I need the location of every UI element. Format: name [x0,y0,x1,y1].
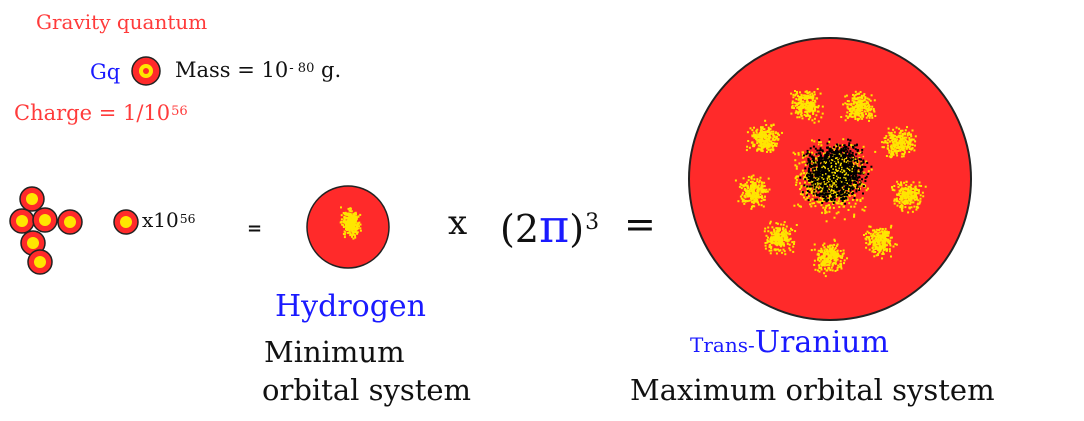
trans-uranium-sphere-icon [688,37,972,321]
charge-exponent: 56 [171,104,188,120]
multiplier-expression: x1056 [142,210,196,230]
two-pi-expression: (2π)3 [500,203,599,249]
multiplier-exponent: 56 [179,210,196,226]
title-gravity-quantum: Gravity quantum [36,10,208,34]
mass-unit: g. [321,58,342,82]
equals-small: = [247,218,263,239]
maximum-orbital-system-label: Maximum orbital system [630,373,995,407]
minimum-label: Minimum [264,335,405,369]
hydrogen-sphere-icon [306,185,390,269]
mass-prefix: Mass = 10 [175,58,289,82]
single-particle-icon [113,209,139,235]
gq-particle-icon [131,56,161,86]
pi-symbol: π [539,199,570,253]
uranium-word: Uranium [754,325,889,360]
paren-open-two: (2 [500,207,540,251]
multiplier: x10 [142,208,179,232]
equals-large: = [624,202,656,246]
mass-expression: Mass = 10- 80 g. [175,60,341,81]
mass-exponent: - 80 [289,61,315,77]
cube-exponent: 3 [585,209,600,235]
orbital-system-label: orbital system [262,373,472,407]
charge-prefix: Charge = 1/10 [14,101,171,125]
trans-uranium-label: Trans-Uranium [690,328,889,358]
charge-expression: Charge = 1/1056 [14,103,188,124]
particle-cluster-icon [9,186,83,275]
gq-label: Gq [90,60,121,84]
hydrogen-label: Hydrogen [275,289,426,324]
paren-close: ) [569,207,585,251]
times-sign: x [448,203,468,243]
trans-prefix: Trans- [690,333,755,357]
